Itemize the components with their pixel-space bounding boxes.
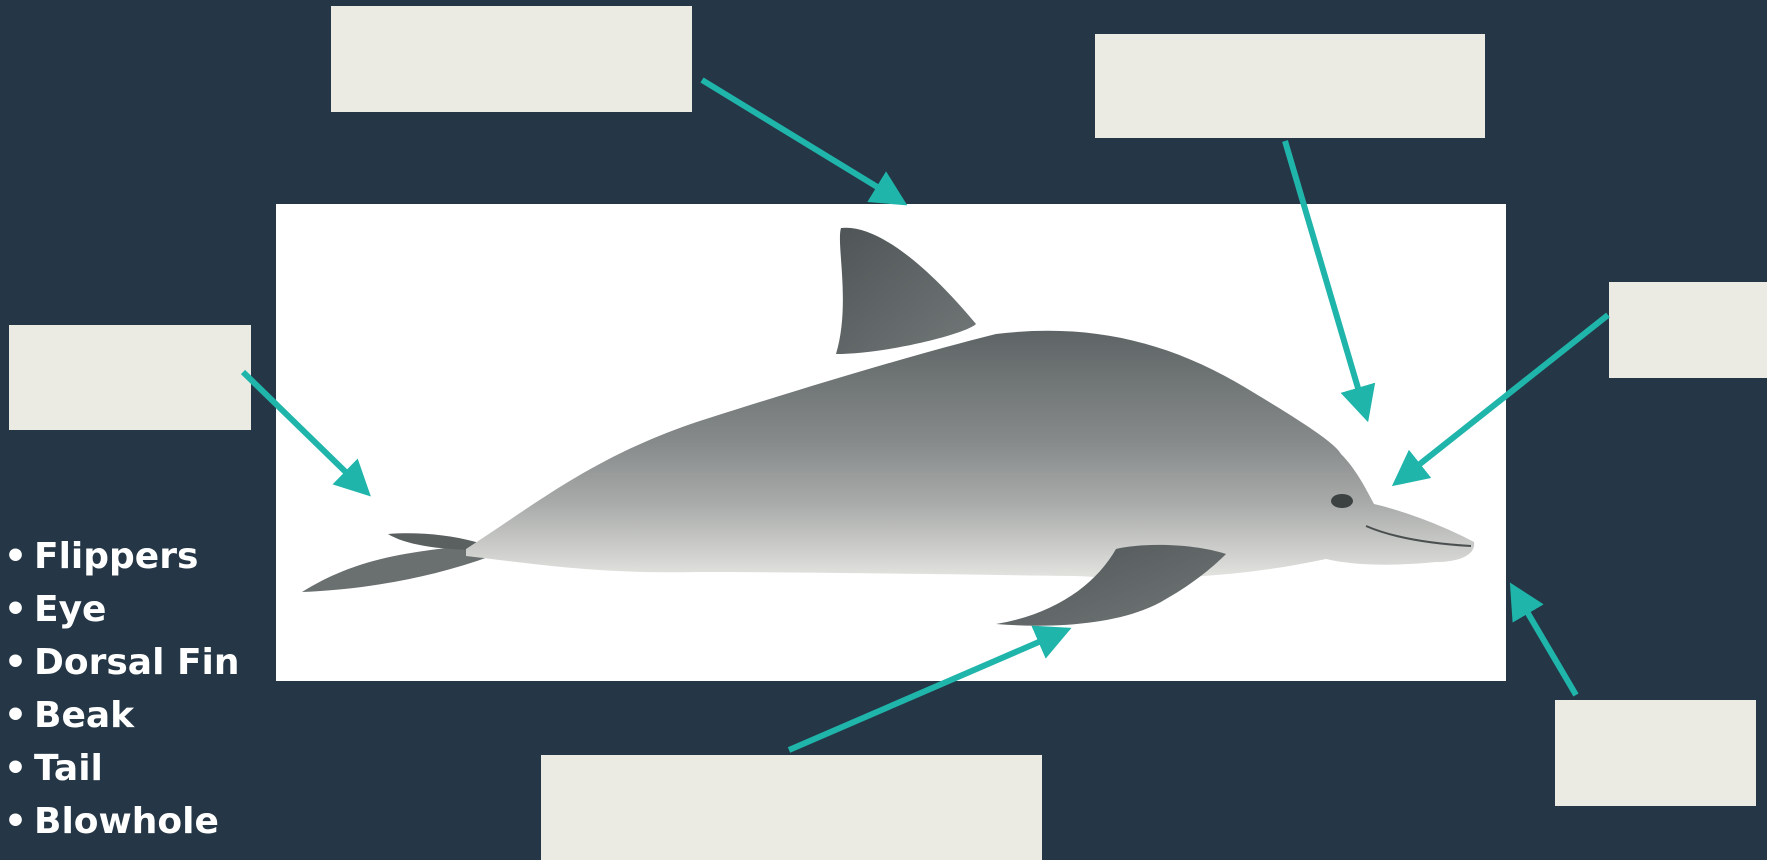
arrow-tail xyxy=(243,372,358,484)
arrow-beak xyxy=(1519,598,1576,695)
bullet-point: • xyxy=(4,530,34,583)
word-bank-label: Dorsal Fin xyxy=(34,642,240,683)
bullet-point: • xyxy=(4,689,34,742)
bullet-point: • xyxy=(4,742,34,795)
word-bank-item-flippers: •Flippers xyxy=(4,530,240,583)
arrow-flippers xyxy=(789,635,1055,750)
bullet-point: • xyxy=(4,636,34,689)
word-bank-label: Beak xyxy=(34,695,134,736)
word-bank-label: Tail xyxy=(34,748,103,789)
word-bank-item-tail: •Tail xyxy=(4,742,240,795)
word-bank-label: Blowhole xyxy=(34,801,219,842)
word-bank-list: •Flippers •Eye •Dorsal Fin •Beak •Tail •… xyxy=(4,530,240,848)
bullet-point: • xyxy=(4,795,34,848)
word-bank-item-dorsal-fin: •Dorsal Fin xyxy=(4,636,240,689)
word-bank-item-blowhole: •Blowhole xyxy=(4,795,240,848)
arrow-eye xyxy=(1406,315,1608,475)
bullet-point: • xyxy=(4,583,34,636)
word-bank-item-eye: •Eye xyxy=(4,583,240,636)
arrow-blowhole xyxy=(1285,141,1363,405)
word-bank-item-beak: •Beak xyxy=(4,689,240,742)
word-bank-label: Flippers xyxy=(34,536,198,577)
arrow-dorsal-fin xyxy=(702,80,892,196)
word-bank-label: Eye xyxy=(34,589,106,630)
